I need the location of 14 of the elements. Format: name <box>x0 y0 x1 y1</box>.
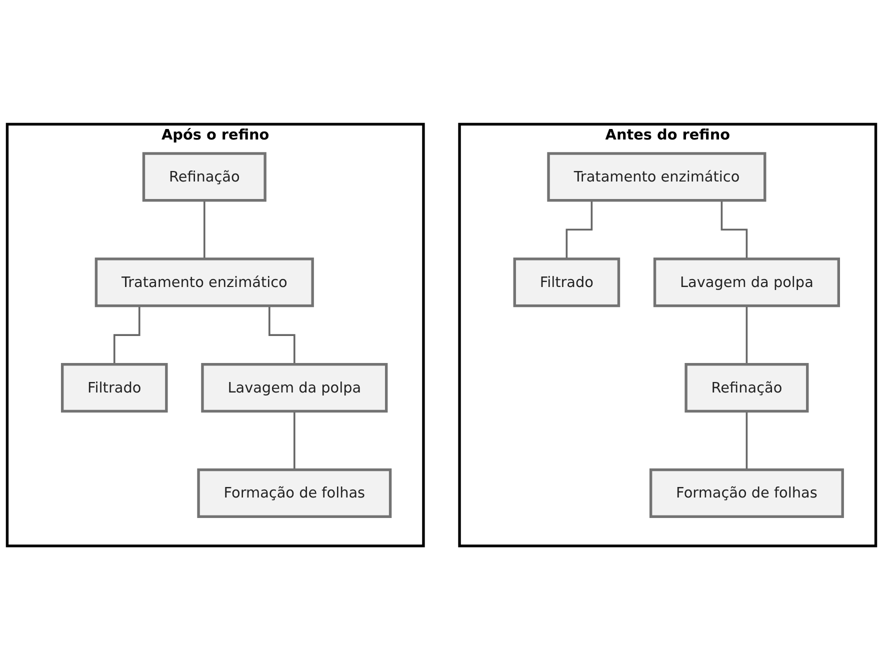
node-box: Refinação <box>142 152 266 202</box>
connector <box>203 200 206 260</box>
connector <box>294 410 296 472</box>
connector <box>746 305 748 366</box>
node-box: Filtrado <box>513 258 620 308</box>
node-box: Lavagem da polpa <box>201 363 388 413</box>
node-box: Filtrado <box>60 363 168 413</box>
node-box: Refinação <box>684 363 809 413</box>
node-box: Tratamento enzimático <box>94 258 314 308</box>
node-box: Formação de folhas <box>649 468 844 518</box>
node-box: Lavagem da polpa <box>653 258 840 308</box>
node-box: Tratamento enzimático <box>547 152 766 202</box>
node-box: Formação de folhas <box>197 468 392 518</box>
connector <box>746 410 748 472</box>
